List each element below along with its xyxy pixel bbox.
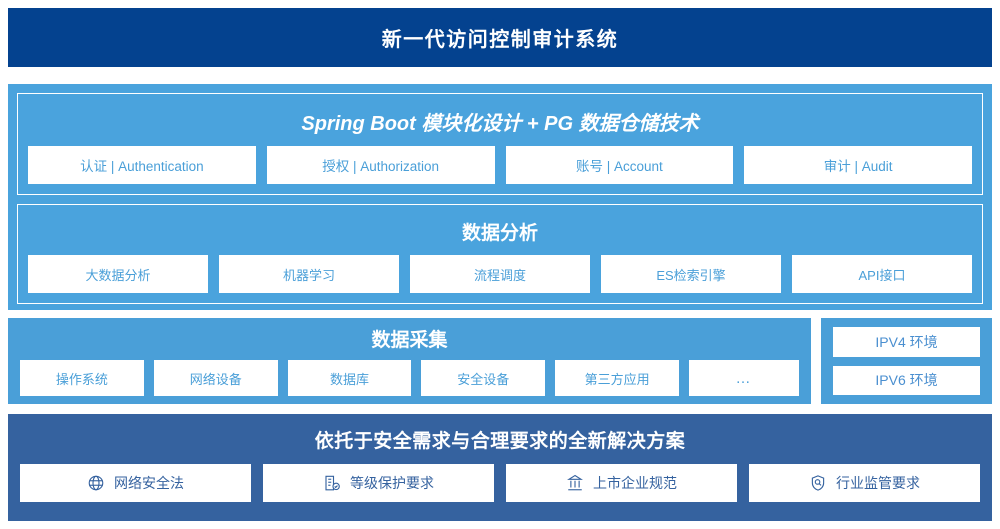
chip-industry-regulation-label: 行业监管要求 [836, 475, 920, 491]
chip-authentication[interactable]: 认证 | Authentication [28, 146, 256, 184]
chip-authorization[interactable]: 授权 | Authorization [266, 146, 495, 184]
shield-search-icon [809, 474, 827, 492]
chip-big-data-analysis[interactable]: 大数据分析 [28, 255, 208, 293]
chip-machine-learning[interactable]: 机器学习 [219, 255, 399, 293]
panel-spring-boot-title: Spring Boot 模块化设计 + PG 数据仓储技术 [301, 113, 699, 135]
panel-data-analysis-title: 数据分析 [461, 223, 538, 244]
chip-listed-company-standard[interactable]: 上市企业规范 [506, 464, 737, 502]
chip-classified-protection[interactable]: 等级保护要求 [263, 464, 494, 502]
chip-cybersecurity-law-label: 网络安全法 [114, 475, 184, 491]
solution-items: 网络安全法 等级保护要求 [20, 464, 980, 502]
chip-process-scheduling[interactable]: 流程调度 [410, 255, 590, 293]
solution-band: 依托于安全需求与合理要求的全新解决方案 网络安全法 [8, 414, 992, 521]
globe-icon [87, 474, 105, 492]
chip-third-party-app[interactable]: 第三方应用 [555, 360, 679, 396]
bank-icon [566, 474, 584, 492]
chip-audit[interactable]: 审计 | Audit [744, 146, 972, 184]
page-title: 新一代访问控制审计系统 [381, 29, 619, 51]
page-header: 新一代访问控制审计系统 [8, 8, 992, 67]
chip-es-search-engine[interactable]: ES检索引擎 [601, 255, 781, 293]
chip-database[interactable]: 数据库 [287, 360, 412, 396]
platform-band: Spring Boot 模块化设计 + PG 数据仓储技术 认证 | Authe… [8, 84, 992, 310]
collection-row: 数据采集 操作系统 网络设备 数据库 安全设备 第三方应用 … IPV4 环境 … [8, 318, 992, 404]
environment-band: IPV4 环境 IPV6 环境 [821, 318, 992, 404]
panel-spring-boot-items: 认证 | Authentication 授权 | Authorization 账… [28, 146, 972, 184]
chip-cybersecurity-law[interactable]: 网络安全法 [20, 464, 251, 502]
panel-data-analysis: 数据分析 大数据分析 机器学习 流程调度 ES检索引擎 API接口 [17, 204, 983, 304]
chip-account[interactable]: 账号 | Account [505, 146, 734, 184]
solution-title: 依托于安全需求与合理要求的全新解决方案 [314, 431, 686, 452]
chip-more[interactable]: … [688, 360, 799, 396]
chip-api-interface[interactable]: API接口 [792, 255, 972, 293]
chip-operating-system[interactable]: 操作系统 [20, 360, 144, 396]
chip-ipv4-environment[interactable]: IPV4 环境 [833, 327, 980, 357]
collection-items: 操作系统 网络设备 数据库 安全设备 第三方应用 … [20, 360, 799, 396]
panel-data-analysis-items: 大数据分析 机器学习 流程调度 ES检索引擎 API接口 [28, 255, 972, 293]
collection-title: 数据采集 [371, 330, 448, 351]
chip-network-device[interactable]: 网络设备 [153, 360, 278, 396]
chip-listed-company-standard-label: 上市企业规范 [593, 475, 677, 491]
chip-ipv6-environment[interactable]: IPV6 环境 [833, 365, 980, 395]
panel-spring-boot: Spring Boot 模块化设计 + PG 数据仓储技术 认证 | Authe… [17, 93, 983, 195]
chip-industry-regulation[interactable]: 行业监管要求 [749, 464, 980, 502]
document-check-icon [323, 474, 341, 492]
chip-classified-protection-label: 等级保护要求 [350, 475, 434, 491]
chip-security-device[interactable]: 安全设备 [421, 360, 546, 396]
collection-band: 数据采集 操作系统 网络设备 数据库 安全设备 第三方应用 … [8, 318, 811, 404]
